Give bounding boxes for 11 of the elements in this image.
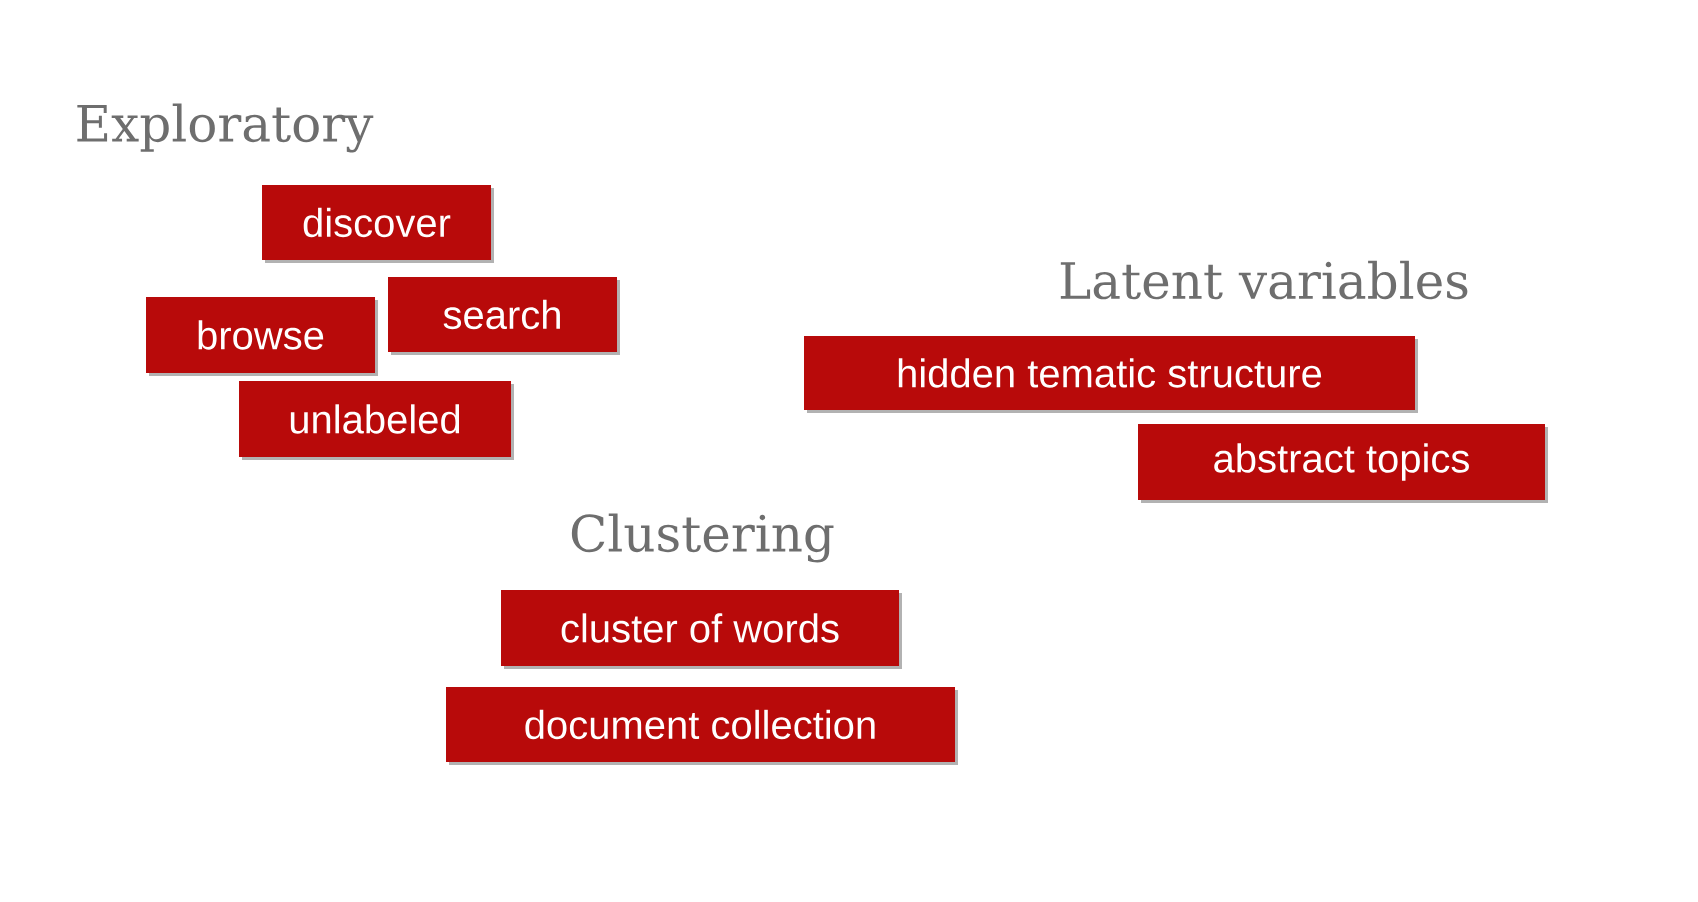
tag-box: unlabeled xyxy=(239,381,514,460)
group-heading: Exploratory xyxy=(77,103,374,153)
tag-box: discover xyxy=(262,185,494,263)
group-heading: Clustering xyxy=(571,513,834,563)
group-heading: Latent variables xyxy=(1060,260,1468,300)
tag-box: browse xyxy=(146,297,378,376)
tag-box: cluster of words xyxy=(501,590,902,669)
tag-box: hidden tematic structure xyxy=(804,336,1418,413)
tag-box: abstract topics xyxy=(1138,424,1548,503)
tag-box: document collection xyxy=(446,687,958,765)
tag-box: search xyxy=(388,277,620,355)
